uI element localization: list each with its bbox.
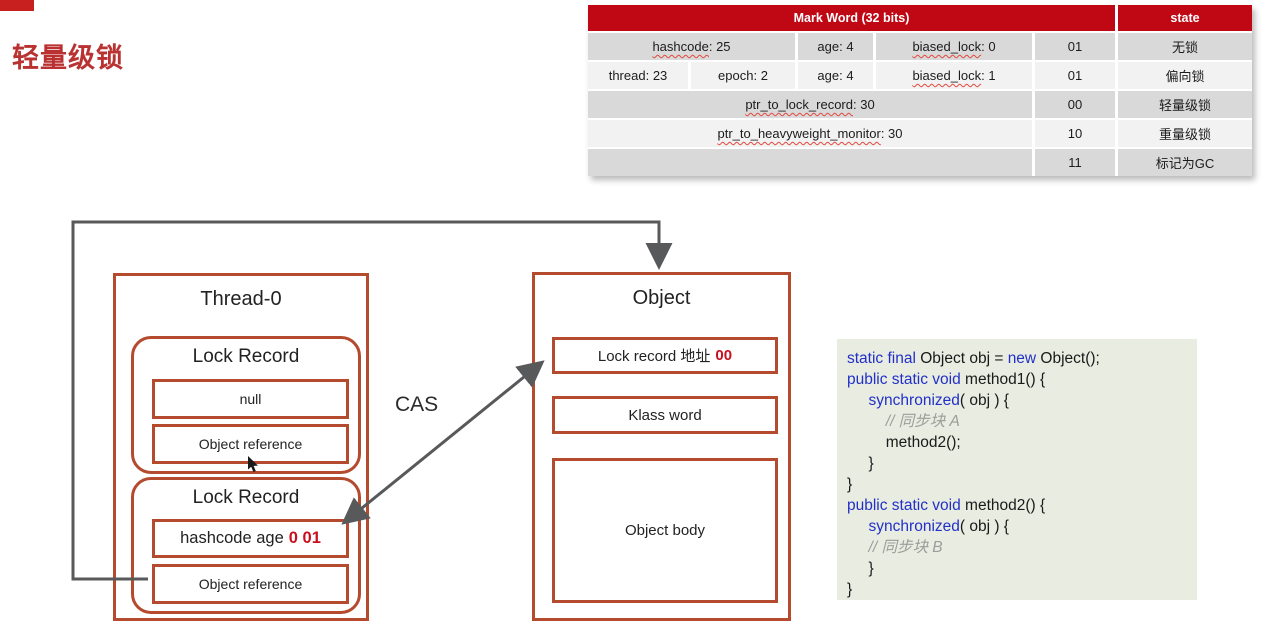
- thread-box-title: Thread-0: [200, 288, 282, 310]
- table-cell-age: age : 4: [798, 33, 873, 60]
- thread-box: Thread-0 Lock Record null Object referen…: [113, 273, 369, 621]
- object-box-title: Object: [632, 287, 691, 309]
- bits-highlight: 00: [715, 347, 733, 364]
- state-cell: 偏向锁: [1118, 62, 1252, 89]
- state-cell: 重量级锁: [1118, 120, 1252, 147]
- slot-klass-word: Klass word: [552, 396, 778, 434]
- cas-label: CAS: [395, 393, 439, 416]
- slot-null: null: [152, 379, 349, 419]
- state-cell: 轻量级锁: [1118, 91, 1252, 118]
- lock-record-1: Lock Record null Object reference: [131, 336, 361, 474]
- table-cell-epoch: epoch : 2: [691, 62, 795, 89]
- slot-object-reference: Object reference: [152, 564, 349, 604]
- bits-cell: 11: [1035, 149, 1115, 176]
- code-block: static final Object obj = new Object();p…: [837, 339, 1197, 600]
- term-ptr-to-heavyweight-monitor: ptr_to_heavyweight_monitor: [717, 126, 881, 141]
- term-biased-lock: biased_lock: [912, 39, 982, 54]
- state-cell: 无锁: [1118, 33, 1252, 60]
- bits-cell: 10: [1035, 120, 1115, 147]
- markword-table: Mark Word (32 bits) state hashcode : 25 …: [588, 5, 1252, 176]
- page-title: 轻量级锁: [12, 43, 124, 73]
- bits-highlight: 0 01: [288, 529, 321, 547]
- cas-arrow: [341, 360, 545, 525]
- bits-cell: 01: [1035, 33, 1115, 60]
- lock-record-title: Lock Record: [192, 487, 300, 508]
- bits-cell: 01: [1035, 62, 1115, 89]
- slot-object-body: Object body: [552, 458, 778, 603]
- table-cell-thread: thread : 23: [588, 62, 688, 89]
- table-header-state: state: [1118, 5, 1252, 31]
- slot-object-reference: Object reference: [152, 424, 349, 464]
- table-cell-biased-lock: biased_lock : 0: [876, 33, 1032, 60]
- term-biased-lock: biased_lock: [912, 68, 982, 83]
- state-cell: 标记为GC: [1118, 149, 1252, 176]
- table-cell-hashcode: hashcode : 25: [588, 33, 795, 60]
- term-hashcode: hashcode: [652, 39, 709, 54]
- slide-corner-mark: [0, 0, 34, 11]
- bits-cell: 00: [1035, 91, 1115, 118]
- table-cell-ptr-heavyweight-monitor: ptr_to_heavyweight_monitor : 30: [588, 120, 1032, 147]
- table-cell-ptr-lock-record: ptr_to_lock_record : 30: [588, 91, 1032, 118]
- lock-record-title: Lock Record: [192, 346, 300, 367]
- table-cell-age: age : 4: [798, 62, 873, 89]
- table-cell-empty: [588, 149, 1032, 176]
- table-header-markword: Mark Word (32 bits): [588, 5, 1115, 31]
- term-ptr-to-lock-record: ptr_to_lock_record: [745, 97, 853, 112]
- table-cell-biased-lock: biased_lock : 1: [876, 62, 1032, 89]
